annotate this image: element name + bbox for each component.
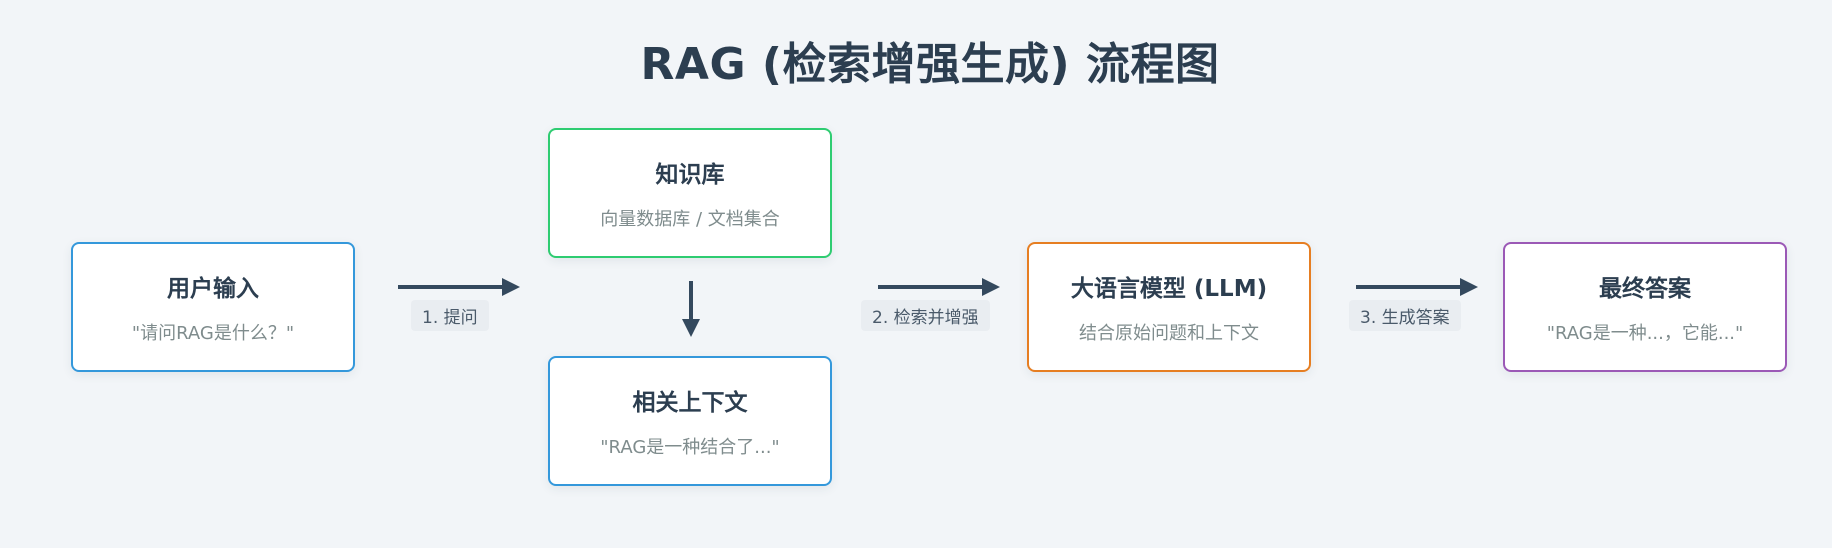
arrow-down-icon xyxy=(680,279,702,339)
arrow-right-icon xyxy=(876,276,1002,298)
edge-label-generate: 3. 生成答案 xyxy=(1349,300,1461,331)
edge-label-retrieve: 2. 检索并增强 xyxy=(861,300,990,331)
node-heading: 知识库 xyxy=(655,162,725,188)
node-user-input: 用户输入 "请问RAG是什么？" xyxy=(71,242,355,372)
edge-label-ask: 1. 提问 xyxy=(411,300,489,331)
arrow-right-icon xyxy=(1354,276,1480,298)
node-heading: 相关上下文 xyxy=(632,390,748,416)
node-description: 向量数据库 / 文档集合 xyxy=(600,209,780,230)
arrow-right-icon xyxy=(396,276,522,298)
diagram-title: RAG (检索增强生成) 流程图 xyxy=(640,39,1220,90)
node-knowledge-base: 知识库 向量数据库 / 文档集合 xyxy=(548,128,832,258)
node-description: "RAG是一种...，它能..." xyxy=(1546,323,1744,344)
node-heading: 大语言模型 (LLM) xyxy=(1070,276,1268,302)
node-heading: 最终答案 xyxy=(1599,276,1691,302)
node-description: "RAG是一种结合了..." xyxy=(600,437,780,458)
node-final-answer: 最终答案 "RAG是一种...，它能..." xyxy=(1503,242,1787,372)
node-llm: 大语言模型 (LLM) 结合原始问题和上下文 xyxy=(1027,242,1311,372)
node-relevant-context: 相关上下文 "RAG是一种结合了..." xyxy=(548,356,832,486)
node-description: "请问RAG是什么？" xyxy=(131,323,295,344)
node-description: 结合原始问题和上下文 xyxy=(1079,323,1259,344)
node-heading: 用户输入 xyxy=(167,276,259,302)
